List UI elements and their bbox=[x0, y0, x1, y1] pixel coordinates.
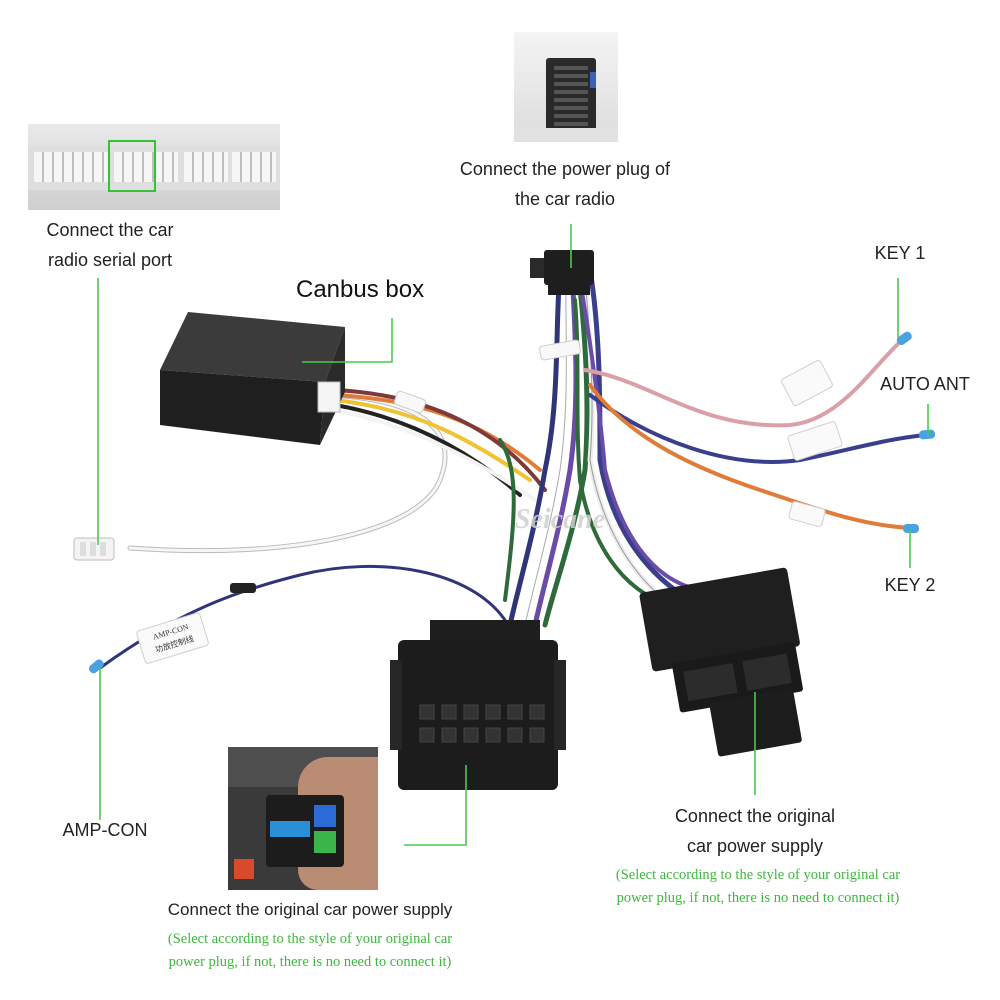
label-power-plug-line1: Connect the power plug of bbox=[459, 159, 671, 179]
key1-probe-icon bbox=[896, 331, 912, 346]
note-bottom-line1: (Select according to the style of your o… bbox=[167, 931, 453, 947]
label-canbus-box: Canbus box bbox=[296, 276, 425, 303]
label-original-power-bottom: Connect the original car power supply bbox=[167, 900, 453, 919]
watermark: Seicane bbox=[515, 504, 605, 535]
label-original-power-right-line1: Connect the original bbox=[674, 806, 836, 826]
note-bottom: (Select according to the style of your o… bbox=[140, 928, 480, 974]
serial-port-plug-icon bbox=[73, 537, 115, 561]
label-auto-ant: AUTO ANT bbox=[880, 374, 970, 394]
serial-port-icon bbox=[34, 152, 110, 182]
label-amp-con: AMP-CON bbox=[62, 820, 148, 840]
radio-power-plug-icon bbox=[530, 250, 594, 295]
note-right: (Select according to the style of your o… bbox=[578, 864, 938, 910]
leader-lines bbox=[97, 224, 929, 846]
radio-power-socket-photo bbox=[514, 32, 618, 142]
serial-port-highlight bbox=[108, 140, 156, 192]
label-original-power-right: Connect the original car power supply bbox=[640, 801, 870, 861]
quadlock-connector-icon bbox=[390, 620, 566, 790]
amp-con-probe-icon bbox=[88, 659, 104, 674]
note-right-line2: power plug, if not, there is no need to … bbox=[616, 890, 900, 906]
note-right-line1: (Select according to the style of your o… bbox=[615, 867, 901, 883]
auto-ant-probe-icon bbox=[919, 429, 936, 440]
key2-probe-icon bbox=[903, 524, 919, 533]
wire-tags: AMP-CON 功放控制线 bbox=[136, 339, 843, 664]
serial-port-photo bbox=[28, 124, 280, 210]
label-original-power-right-line2: car power supply bbox=[686, 836, 824, 856]
hand-holding-plug-photo bbox=[228, 747, 378, 890]
wire-end-probes bbox=[88, 331, 936, 674]
label-power-plug: Connect the power plug of the car radio bbox=[440, 154, 690, 214]
label-key1: KEY 1 bbox=[874, 243, 926, 263]
label-serial-port-line2: radio serial port bbox=[47, 250, 173, 270]
canbus-box-icon bbox=[160, 312, 345, 445]
label-serial-port-line1: Connect the car bbox=[46, 220, 174, 240]
note-bottom-line2: power plug, if not, there is no need to … bbox=[168, 954, 452, 970]
label-power-plug-line2: the car radio bbox=[514, 189, 616, 209]
wires bbox=[98, 267, 927, 670]
label-key2: KEY 2 bbox=[884, 575, 936, 595]
iso-connector-icon bbox=[639, 567, 803, 757]
label-serial-port: Connect the car radio serial port bbox=[20, 215, 200, 275]
